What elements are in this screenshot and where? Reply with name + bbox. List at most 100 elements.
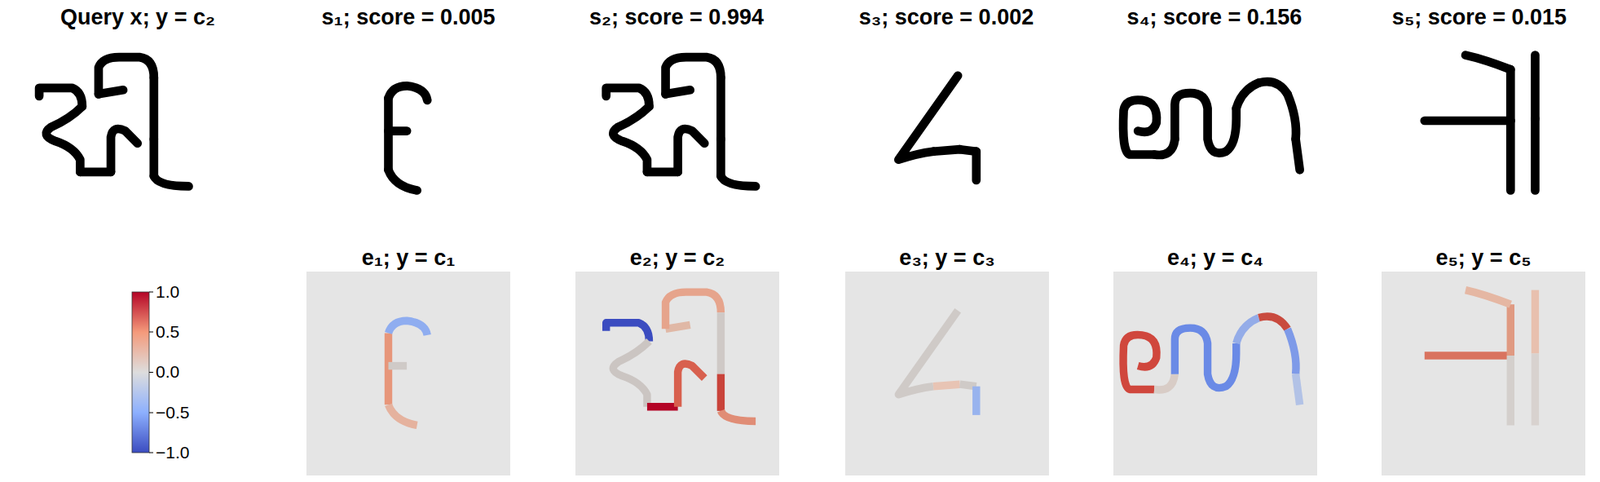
panel-title: s₃; score = 0.002 [859, 4, 1034, 31]
tick-label: −1.0 [155, 442, 190, 463]
relevance-stroke [647, 402, 679, 410]
glyph-stroke [79, 167, 111, 177]
relevance-stroke [717, 312, 725, 374]
relevance-stroke [1154, 374, 1175, 390]
relevance-stroke [720, 410, 756, 422]
glyph-stroke [46, 105, 83, 172]
relevance-stroke [933, 383, 961, 387]
relevance-map [575, 271, 780, 476]
relevance-stroke [388, 320, 428, 335]
relevance-stroke [1236, 317, 1260, 344]
relevance-stroke [717, 374, 725, 411]
relevance-stroke [972, 386, 980, 415]
glyph-stroke [720, 176, 756, 187]
glyph-stroke [971, 151, 981, 181]
panel-title: s₄; score = 0.156 [1127, 4, 1303, 31]
relevance-stroke [1258, 316, 1288, 329]
relevance-stroke [612, 340, 649, 406]
glyph-stroke [1258, 81, 1288, 94]
glyph-stroke [149, 77, 159, 139]
panel-title: s₅; score = 0.015 [1392, 4, 1567, 31]
tick-mark [149, 452, 154, 454]
tick-mark [149, 412, 154, 414]
relevance-map [1113, 271, 1318, 476]
heatmap-panel: e₁; y = c₁ [306, 271, 511, 476]
panel-title: e₂; y = c₂ [630, 245, 725, 271]
colored-glyph [898, 310, 976, 415]
colored-glyph [388, 320, 428, 425]
relevance-stroke [606, 322, 650, 342]
relevance-stroke [1424, 351, 1512, 359]
colored-glyph [1424, 290, 1536, 426]
panel-title: e₃; y = c₃ [899, 245, 995, 271]
glyph-stroke [665, 57, 722, 94]
relevance-stroke [1531, 353, 1539, 426]
character-image [1424, 55, 1536, 191]
tick-label: 1.0 [155, 282, 180, 302]
glyph-stroke [1506, 69, 1516, 121]
glyph-stroke [388, 85, 428, 101]
relevance-stroke [1465, 290, 1511, 305]
character-images [39, 55, 1535, 191]
colored-glyph [606, 291, 756, 421]
glyph-stroke [388, 169, 418, 190]
tick-mark [149, 331, 154, 333]
colored-glyph [1123, 316, 1301, 405]
relevance-stroke [1507, 304, 1515, 356]
relevance-stroke [665, 291, 722, 329]
character-image [606, 57, 756, 186]
panel-title: s₁; score = 0.005 [321, 4, 495, 31]
character-image [898, 75, 976, 181]
glyph-stroke [1287, 93, 1296, 139]
glyph-stroke [716, 77, 726, 139]
panel-title: Query x; y = c₂ [60, 4, 216, 31]
relevance-stroke [678, 363, 706, 407]
relevance-stroke [1174, 327, 1236, 388]
heatmap-panel: e₄; y = c₄ [1113, 271, 1318, 476]
colorbar [132, 291, 150, 453]
panel-title: e₁; y = c₁ [361, 245, 456, 271]
panel-title: e₅; y = c₅ [1435, 245, 1531, 271]
relevance-stroke [388, 361, 408, 370]
heatmap-panel: e₃; y = c₃ [845, 271, 1050, 476]
glyph-stroke [149, 139, 159, 177]
relevance-stroke [1287, 328, 1296, 374]
glyph-stroke [647, 167, 679, 177]
glyph-stroke [39, 88, 83, 107]
glyph-stroke [98, 57, 155, 94]
tick-mark [149, 371, 154, 373]
glyph-stroke [606, 88, 650, 107]
panel-title: s₂; score = 0.994 [589, 4, 764, 31]
glyph-stroke [1424, 116, 1512, 126]
glyph-stroke [388, 126, 408, 136]
tick-mark [149, 291, 154, 293]
heatmap-panel: e₅; y = c₅ [1381, 271, 1586, 476]
relevance-stroke [1531, 290, 1539, 354]
glyph-stroke [1530, 55, 1540, 120]
glyph-stroke [678, 128, 706, 172]
heatmap-panel: e₂; y = c₂ [575, 271, 780, 476]
glyph-stroke [1174, 92, 1236, 153]
glyph-stroke [716, 139, 726, 177]
relevance-stroke [1507, 355, 1515, 425]
character-image [39, 57, 189, 186]
colorbar-ticks [149, 291, 154, 453]
character-image [388, 85, 428, 190]
relevance-stroke [1295, 374, 1301, 406]
tick-label: −0.5 [155, 402, 190, 423]
relevance-map [306, 271, 511, 476]
character-image [1123, 81, 1301, 170]
glyph-stroke [1295, 139, 1301, 171]
relevance-stroke [1123, 334, 1157, 390]
glyph-stroke [110, 128, 138, 172]
glyph-stroke [154, 176, 190, 187]
tick-label: 0.0 [155, 361, 180, 382]
relevance-map [845, 271, 1050, 476]
glyph-stroke [1465, 55, 1511, 71]
relevance-stroke [388, 404, 418, 425]
tick-label: 0.5 [155, 321, 180, 342]
glyph-stroke [1530, 119, 1540, 191]
relevance-map [1381, 271, 1586, 476]
